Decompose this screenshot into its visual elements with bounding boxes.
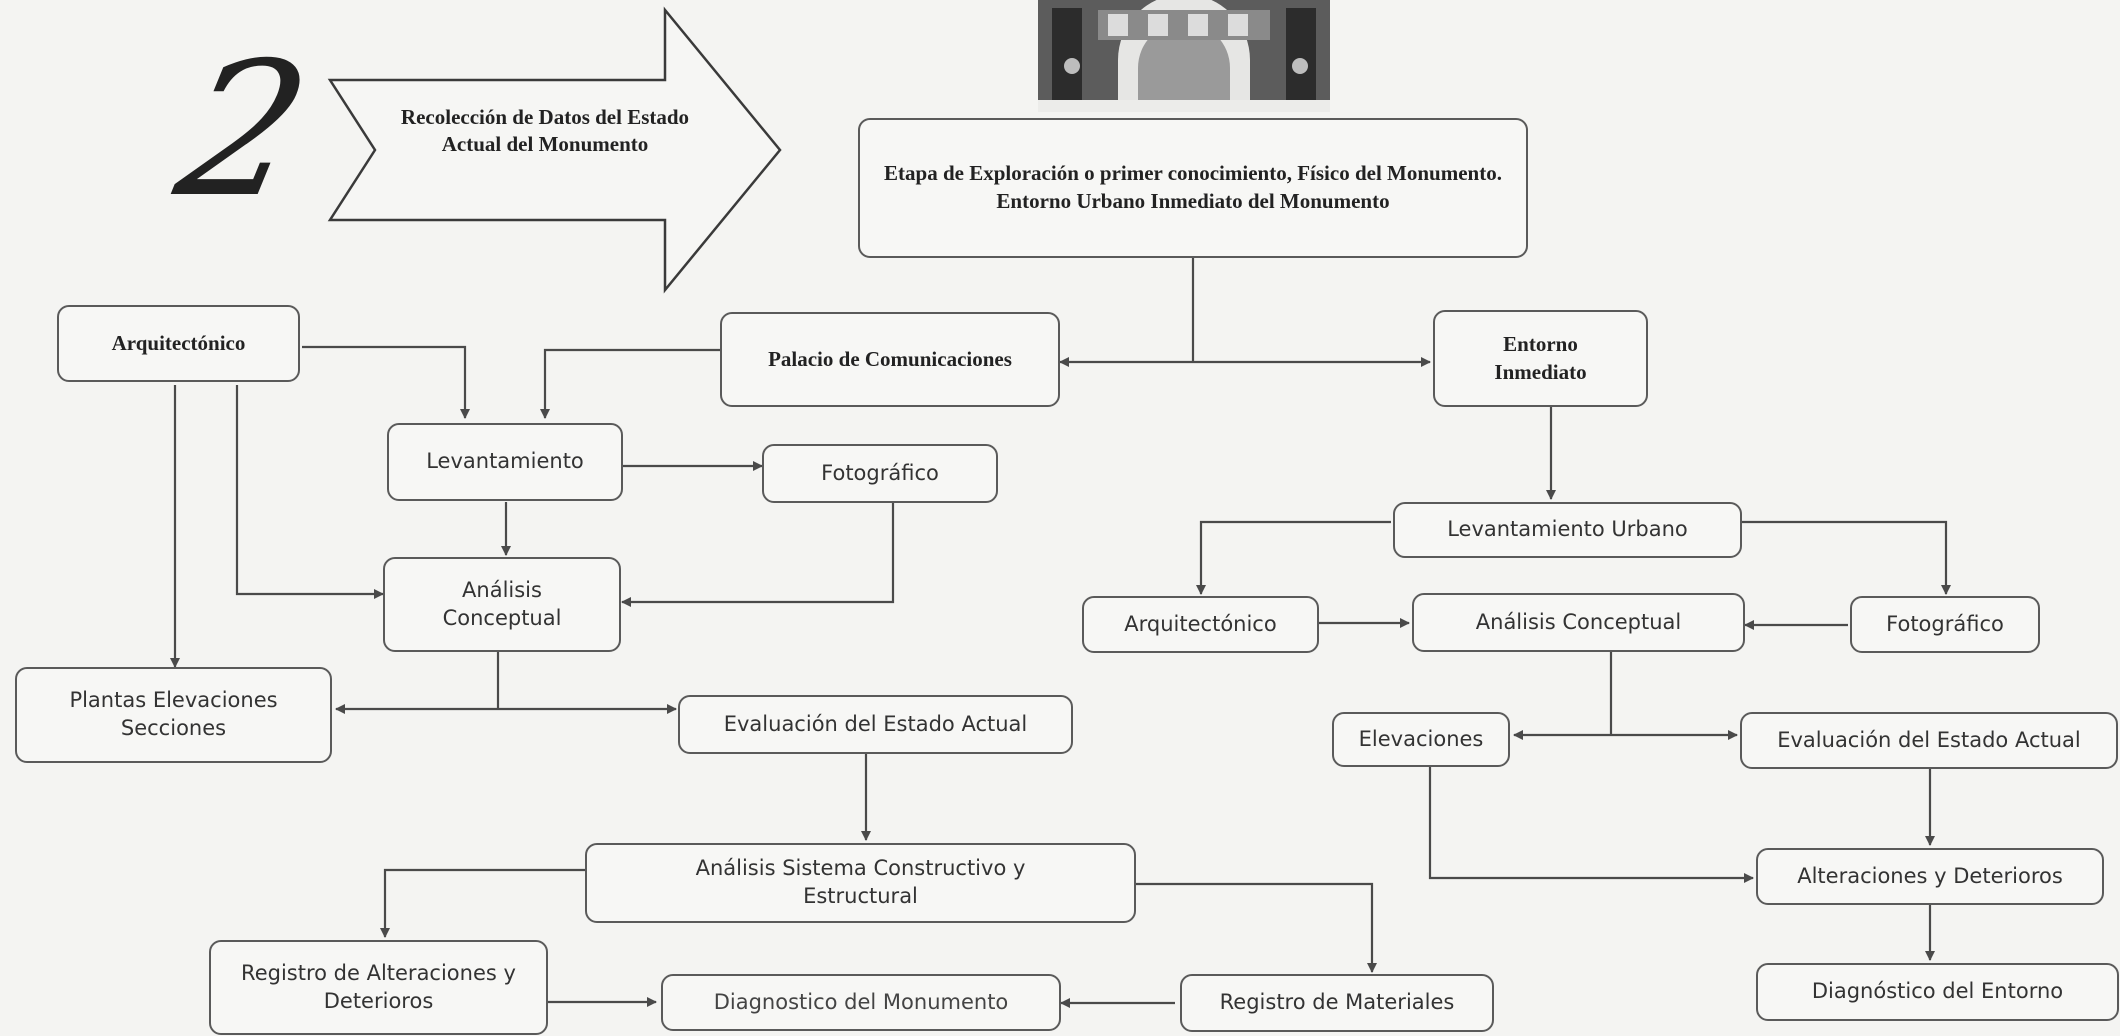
node-diagnostico-monumento: Diagnostico del Monumento	[661, 974, 1061, 1031]
node-registro-materiales: Registro de Materiales	[1180, 974, 1494, 1032]
node-registro-alteraciones: Registro de Alteraciones y Deterioros	[209, 940, 548, 1035]
node-elevaciones: Elevaciones	[1332, 712, 1510, 767]
node-analisis-conceptual-left: Análisis Conceptual	[383, 557, 621, 652]
node-evaluacion-left: Evaluación del Estado Actual	[678, 695, 1073, 754]
node-fotografico-left: Fotográfico	[762, 444, 998, 503]
node-entorno-inmediato: Entorno Inmediato	[1433, 310, 1648, 407]
node-etapa-exploracion: Etapa de Exploración o primer conocimien…	[858, 118, 1528, 258]
node-arquitectonico-right: Arquitectónico	[1082, 596, 1319, 653]
big-step-arrow	[327, 6, 782, 294]
node-levantamiento-urbano: Levantamiento Urbano	[1393, 502, 1742, 558]
monument-photo	[1038, 0, 1330, 112]
step-arrow-label: Recolección de Datos del Estado Actual d…	[400, 105, 690, 157]
node-analisis-sistema: Análisis Sistema Constructivo y Estructu…	[585, 843, 1136, 923]
node-arquitectonico-left: Arquitectónico	[57, 305, 300, 382]
node-evaluacion-right: Evaluación del Estado Actual	[1740, 712, 2118, 769]
node-fotografico-right: Fotográfico	[1850, 596, 2040, 653]
node-plantas-elevaciones: Plantas Elevaciones Secciones	[15, 667, 332, 763]
node-diagnostico-entorno: Diagnóstico del Entorno	[1756, 963, 2119, 1021]
node-palacio-comunicaciones: Palacio de Comunicaciones	[720, 312, 1060, 407]
node-alteraciones-deterioros: Alteraciones y Deterioros	[1756, 848, 2104, 905]
node-levantamiento: Levantamiento	[387, 423, 623, 501]
node-analisis-conceptual-right: Análisis Conceptual	[1412, 593, 1745, 652]
